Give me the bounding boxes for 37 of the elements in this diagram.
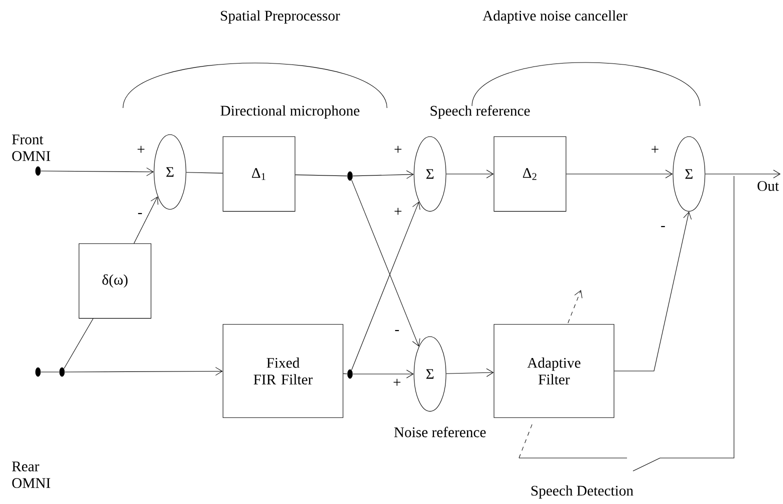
sign-label: + (394, 378, 400, 386)
sign-label: - (661, 226, 665, 228)
text-label: Directional microphone (220, 105, 360, 119)
arrow (64, 367, 223, 376)
arrow (40, 168, 154, 176)
arrow (446, 368, 494, 377)
arrow (352, 370, 414, 378)
arrow (351, 202, 420, 370)
text-label: Speech reference (430, 105, 530, 119)
sign-label: - (138, 213, 142, 214)
sign-label: + (652, 146, 658, 153)
block-box: Fixed FIR Filter (222, 324, 344, 418)
arrow (351, 180, 420, 347)
junction-dot (347, 171, 353, 181)
block-box: Δ$_{2}$ (494, 136, 566, 212)
text-label: Speech Detection (531, 485, 634, 499)
arrow (705, 170, 781, 178)
block-box: δ(ω) (78, 243, 152, 319)
output-label: Out (758, 181, 779, 191)
block-box: Δ$_{1}$ (222, 136, 296, 212)
junction-dot (35, 367, 41, 377)
text-label: Adaptive noise canceller (482, 10, 628, 24)
arrow (352, 170, 414, 179)
sign-label: + (394, 208, 402, 215)
arrow (614, 212, 692, 372)
text-label: Noise reference (394, 426, 486, 438)
text-label: Front OMNI (12, 134, 50, 162)
text-label: Rear OMNI (12, 462, 50, 488)
junction-dot (347, 369, 353, 379)
junction-dot (35, 166, 41, 176)
junction-dot (59, 367, 65, 377)
arrow (446, 170, 494, 178)
sign-label: - (395, 330, 399, 332)
arrow (566, 170, 673, 178)
arrow (134, 196, 158, 244)
text-label: Spatial Preprocessor (220, 10, 340, 24)
block-box: Adaptive Filter (494, 324, 614, 418)
